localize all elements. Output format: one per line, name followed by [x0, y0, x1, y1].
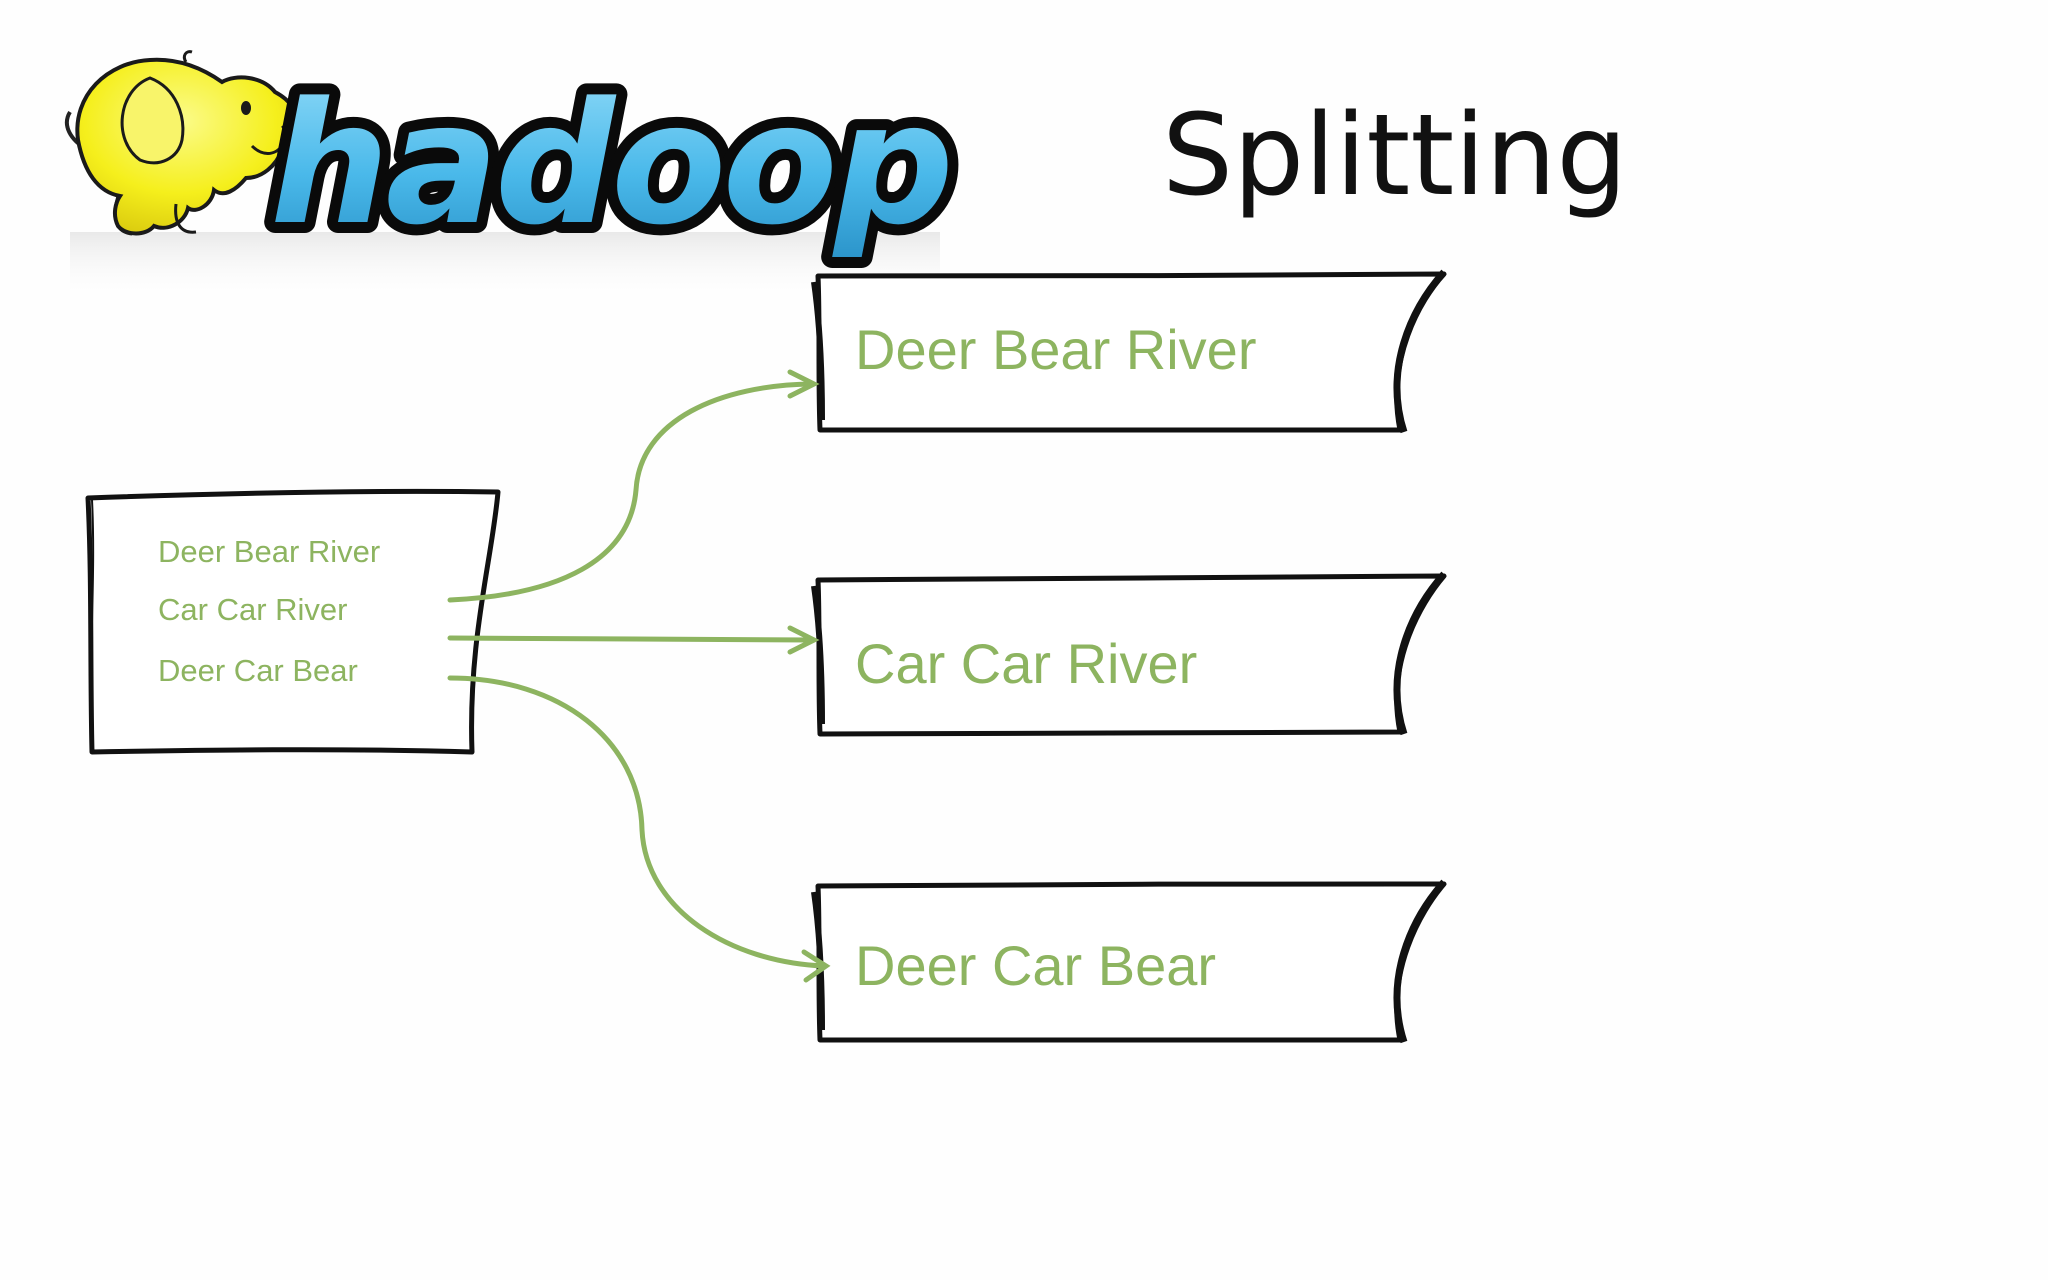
wordmark-outline: hadoop [270, 66, 950, 262]
source-line-1: Deer Bear River [158, 534, 381, 569]
slide-title: Splitting [1162, 91, 1628, 221]
split-box-2 [811, 571, 1447, 737]
split-label-3: Deer Car Bear [855, 934, 1217, 997]
arrowhead-2 [787, 625, 820, 655]
split-box-3 [811, 879, 1447, 1044]
split-box-1 [811, 269, 1447, 434]
split-label-1: Deer Bear River [855, 318, 1257, 381]
source-line-3: Deer Car Bear [158, 653, 358, 688]
arrowhead-1 [787, 369, 820, 399]
hadoop-wordmark: hadoop hadoop [259, 55, 965, 273]
hadoop-logo: hadoop hadoop [64, 50, 965, 302]
source-line-2: Car Car River [158, 592, 348, 627]
split-label-2: Car Car River [855, 632, 1198, 695]
arrow-to-split-2 [447, 635, 815, 643]
wordmark-fill: hadoop [270, 66, 950, 262]
arrow-to-split-3 [447, 675, 827, 969]
source-block [85, 488, 501, 755]
arrow-to-split-1 [447, 381, 815, 603]
split-arrows [447, 369, 831, 983]
arrowhead-3 [801, 949, 831, 983]
hadoop-elephant-logo [64, 50, 309, 236]
logo-reflection [70, 232, 940, 302]
